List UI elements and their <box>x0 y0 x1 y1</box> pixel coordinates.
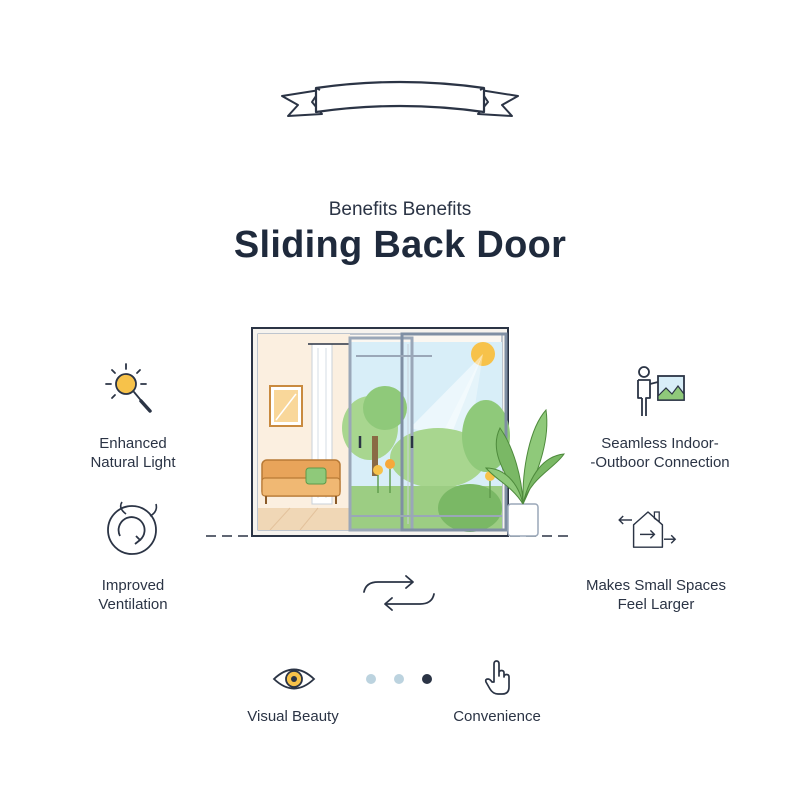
benefit-light-line1: Enhanced <box>99 435 167 452</box>
benefit-ventilation-label: Improved Ventilation <box>60 576 206 614</box>
pagination-dot-active[interactable] <box>422 674 432 684</box>
pagination-dot[interactable] <box>394 674 404 684</box>
benefit-light-label: Enhanced Natural Light <box>60 434 206 472</box>
benefit-connection-line1: Seamless Indoor- <box>601 435 719 452</box>
benefit-spaces-line1: Makes Small Spaces <box>585 577 727 594</box>
swap-arrows-icon <box>363 575 435 611</box>
benefit-ventilation-line2: Ventilation <box>98 596 168 613</box>
benefit-spaces-label: Makes Small Spaces Feel Larger <box>576 576 736 614</box>
benefit-beauty-label: Visual Beauty <box>247 708 339 725</box>
sun-magnifier-icon <box>105 363 152 413</box>
benefit-connection-label: Seamless Indoor- -Outboor Connection <box>580 434 740 472</box>
eye-icon <box>272 668 316 690</box>
benefit-light-line2: Natural Light <box>90 454 176 471</box>
person-landscape-icon <box>637 366 685 416</box>
airflow-circle-icon <box>107 501 158 555</box>
ribbon-banner <box>281 80 519 117</box>
page-title: Sliding Back Door <box>233 224 567 266</box>
page-subtitle: Benefits Benefits <box>328 199 472 220</box>
benefit-spaces-line2: Feel Larger <box>617 596 695 613</box>
benefit-convenience-label: Convenience <box>453 708 541 725</box>
benefit-connection-line2: -Outboor Connection <box>590 454 730 471</box>
pagination-dots <box>366 674 436 688</box>
hand-pointer-icon <box>484 660 510 695</box>
sliding-door-illustration <box>206 327 568 537</box>
benefit-ventilation-line1: Improved <box>101 577 165 594</box>
pagination-dot[interactable] <box>366 674 376 684</box>
house-arrows-icon <box>618 511 677 548</box>
